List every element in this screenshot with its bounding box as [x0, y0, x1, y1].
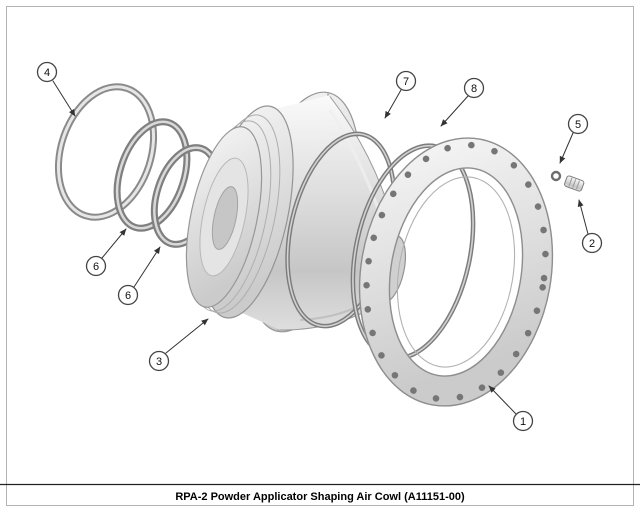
o-ring-large — [54, 83, 158, 221]
callout-6a: 6 — [85, 228, 127, 277]
callout-label: 5 — [575, 119, 581, 131]
callout-label: 1 — [520, 416, 526, 428]
parts-group — [54, 83, 585, 407]
callouts-group: 4 6 6 3 7 8 5 — [36, 61, 603, 432]
callout-label: 4 — [44, 67, 50, 79]
callout-label: 7 — [403, 76, 409, 88]
callout-2: 2 — [577, 199, 603, 254]
plug-fitting — [564, 175, 585, 192]
callout-label: 2 — [589, 238, 595, 250]
callout-1: 1 — [488, 385, 534, 432]
callout-6b: 6 — [117, 246, 161, 306]
small-o-ring — [550, 170, 562, 182]
callout-5: 5 — [559, 113, 589, 164]
nozzle-beads — [363, 141, 549, 403]
callout-label: 6 — [93, 261, 99, 273]
callout-7: 7 — [384, 70, 417, 119]
cowl-body — [185, 91, 407, 333]
callout-label: 3 — [156, 356, 162, 368]
caption: RPA-2 Powder Applicator Shaping Air Cowl… — [175, 491, 465, 503]
callout-label: 8 — [471, 83, 477, 95]
callout-label: 6 — [125, 290, 131, 302]
o-ring-mid-1 — [113, 118, 191, 232]
callout-8: 8 — [440, 77, 485, 127]
callout-4: 4 — [36, 61, 76, 117]
shaping-air-cowl-ring — [358, 137, 554, 407]
callout-3: 3 — [148, 318, 209, 372]
